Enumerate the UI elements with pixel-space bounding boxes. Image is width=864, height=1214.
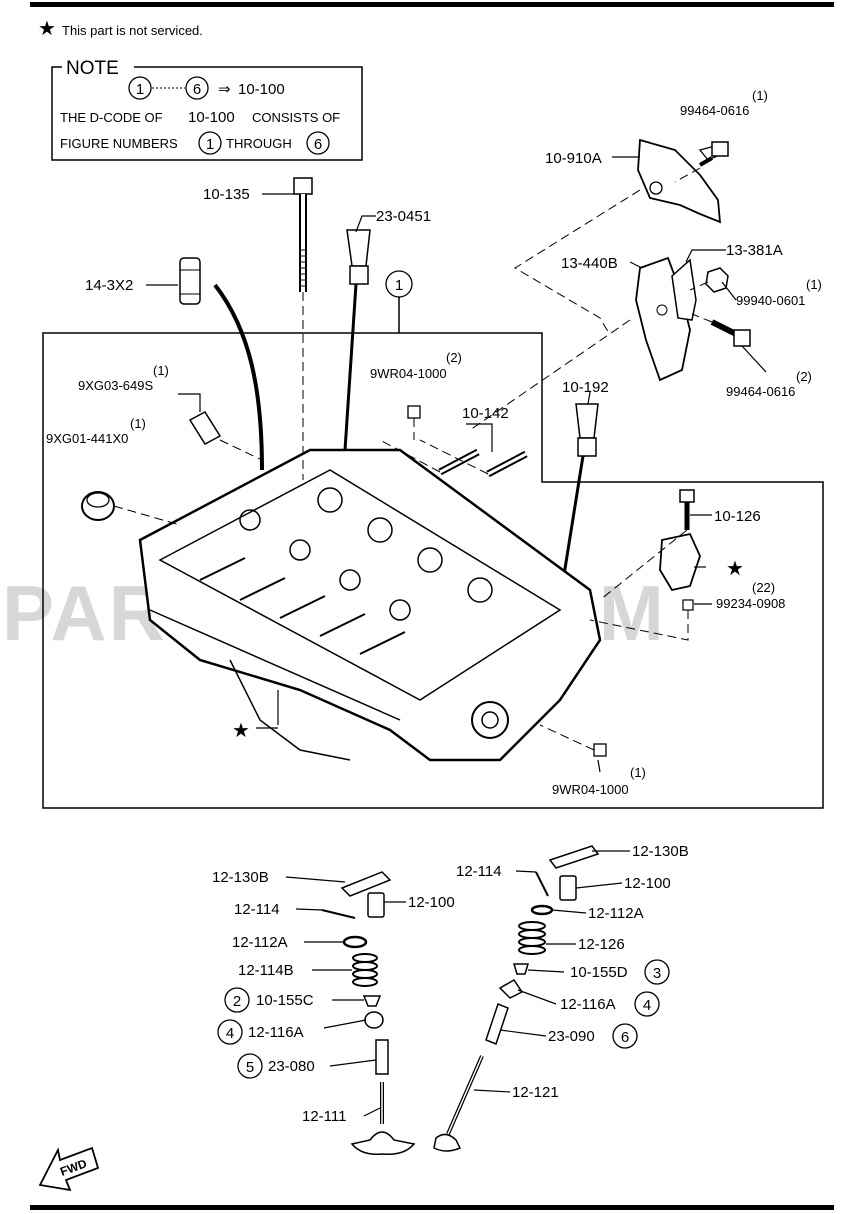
label-right-12-114: 12-114 — [456, 863, 502, 880]
note-range-code: 10-100 — [238, 81, 285, 98]
callout-leaders — [146, 156, 767, 773]
bracket-13-381a-drawing — [671, 258, 697, 321]
note-line2-b: 10-100 — [188, 109, 235, 126]
label-right-12-112a: 12-112A — [588, 905, 644, 922]
top-rule — [30, 2, 834, 7]
nut-99940-drawing — [705, 267, 729, 293]
plug-9wr04-bottom-drawing — [593, 743, 607, 757]
sensor-23-0451-drawing — [343, 229, 371, 451]
callout-9wr04-bottom-qty: (1) — [630, 765, 646, 780]
fig1-number: 1 — [395, 277, 403, 294]
note-line2-c: CONSISTS OF — [252, 110, 340, 125]
fig-2-circle: 2 — [233, 993, 241, 1010]
label-right-23-090: 23-090 — [548, 1028, 595, 1045]
note-line3-d: 6 — [314, 136, 322, 153]
callout-9xg01: 9XG01-441X0 — [46, 431, 128, 446]
note-line3-a: FIGURE NUMBERS — [60, 136, 178, 151]
legend-text: This part is not serviced. — [62, 23, 203, 38]
bolt-99464-top-drawing — [698, 141, 729, 167]
callout-99464-bottom-qty: (2) — [796, 369, 812, 384]
callout-9xg01-qty: (1) — [130, 416, 146, 431]
star-icon-head: ★ — [232, 720, 250, 742]
fwd-arrow-icon: FWD — [38, 1146, 100, 1192]
callout-99234: 99234-0908 — [716, 596, 785, 611]
bottom-rule — [30, 1205, 834, 1210]
bolt-99464-bottom-drawing — [710, 319, 751, 347]
note-range-start: 1 — [136, 81, 144, 98]
callout-9wr04-top: 9WR04-1000 — [370, 366, 447, 381]
callout-10-192: 10-192 — [562, 379, 609, 396]
note-arrow: ⇒ — [218, 81, 231, 98]
callout-9wr04-bottom: 9WR04-1000 — [552, 782, 629, 797]
callout-14-3x2: 14-3X2 — [85, 277, 133, 294]
fig-5-circle: 5 — [246, 1059, 254, 1076]
label-right-12-130b: 12-130B — [632, 843, 689, 860]
label-right-12-100: 12-100 — [624, 875, 671, 892]
note-line3-b: 1 — [206, 136, 214, 153]
label-right-10-155d: 10-155D — [570, 964, 628, 981]
fig-4-circle-right: 4 — [643, 997, 651, 1014]
dowel-arrow — [213, 283, 264, 471]
bolt-99234-drawing — [682, 599, 694, 611]
assembly-frame — [42, 296, 824, 809]
callout-10-142: 10-142 — [462, 405, 509, 422]
cylinder-head-drawing — [138, 448, 602, 762]
callout-13-440b: 13-440B — [561, 255, 618, 272]
label-left-12-100: 12-100 — [408, 894, 455, 911]
not-serviced-star-icon: ★ — [38, 18, 56, 40]
label-right-12-126: 12-126 — [578, 936, 625, 953]
bracket-10-126-drawing — [659, 489, 701, 592]
label-left-10-155c: 10-155C — [256, 992, 314, 1009]
callout-10-135: 10-135 — [203, 186, 250, 203]
note-line3-c: THROUGH — [226, 136, 292, 151]
valve-train-left-drawing — [321, 871, 416, 1156]
plug-9wr04-top-drawing — [407, 405, 421, 419]
callout-99464-top-qty: (1) — [752, 88, 768, 103]
fig-3-circle: 3 — [653, 965, 661, 982]
note-title: NOTE — [66, 58, 119, 79]
callout-99464-bottom: 99464-0616 — [726, 384, 795, 399]
dowel-drawing — [179, 257, 201, 305]
assembly-dashed-lines — [113, 167, 713, 751]
studs-drawing — [438, 448, 528, 478]
valve-train-right-drawing — [433, 845, 600, 1152]
label-left-12-114b: 12-114B — [238, 962, 294, 979]
note-range-end: 6 — [193, 81, 201, 98]
callout-9xg03-qty: (1) — [153, 363, 169, 378]
fig1-circle — [385, 270, 413, 298]
callout-13-381a: 13-381A — [726, 242, 783, 259]
fig-4-circle-left: 4 — [226, 1025, 234, 1042]
callout-99940-qty: (1) — [806, 277, 822, 292]
label-left-12-116a: 12-116A — [248, 1024, 304, 1041]
note-circle-start — [128, 76, 152, 100]
callout-99234-qty: (22) — [752, 580, 775, 595]
note-box: NOTE 1 6 ⇒ 10-100 THE D-CODE OF 10-100 C… — [51, 58, 363, 161]
callout-9xg03: 9XG03-649S — [78, 378, 153, 393]
label-left-12-130b: 12-130B — [212, 869, 269, 886]
note-line2-a: THE D-CODE OF — [60, 110, 163, 125]
label-right-12-116a: 12-116A — [560, 996, 616, 1013]
valve-train-leaders — [285, 850, 630, 1117]
cap-9xg01-drawing — [81, 491, 115, 521]
star-icon-bracket: ★ — [726, 558, 744, 580]
callout-99940: 99940-0601 — [736, 293, 805, 308]
label-left-23-080: 23-080 — [268, 1058, 315, 1075]
cover-10-910a-drawing — [637, 138, 724, 224]
callout-10-910a: 10-910A — [545, 150, 602, 167]
label-left-12-114: 12-114 — [234, 901, 280, 918]
callout-99464-top: 99464-0616 — [680, 103, 749, 118]
fig-6-circle: 6 — [621, 1029, 629, 1046]
note-circle-end — [185, 76, 209, 100]
callout-23-0451: 23-0451 — [376, 208, 431, 225]
callout-9wr04-top-qty: (2) — [446, 350, 462, 365]
plug-9xg03-drawing — [188, 411, 222, 445]
label-left-12-112a: 12-112A — [232, 934, 288, 951]
label-right-12-121: 12-121 — [512, 1084, 559, 1101]
callout-10-126: 10-126 — [714, 508, 761, 525]
head-bolt-drawing — [293, 177, 313, 292]
label-left-12-111: 12-111 — [302, 1108, 346, 1125]
